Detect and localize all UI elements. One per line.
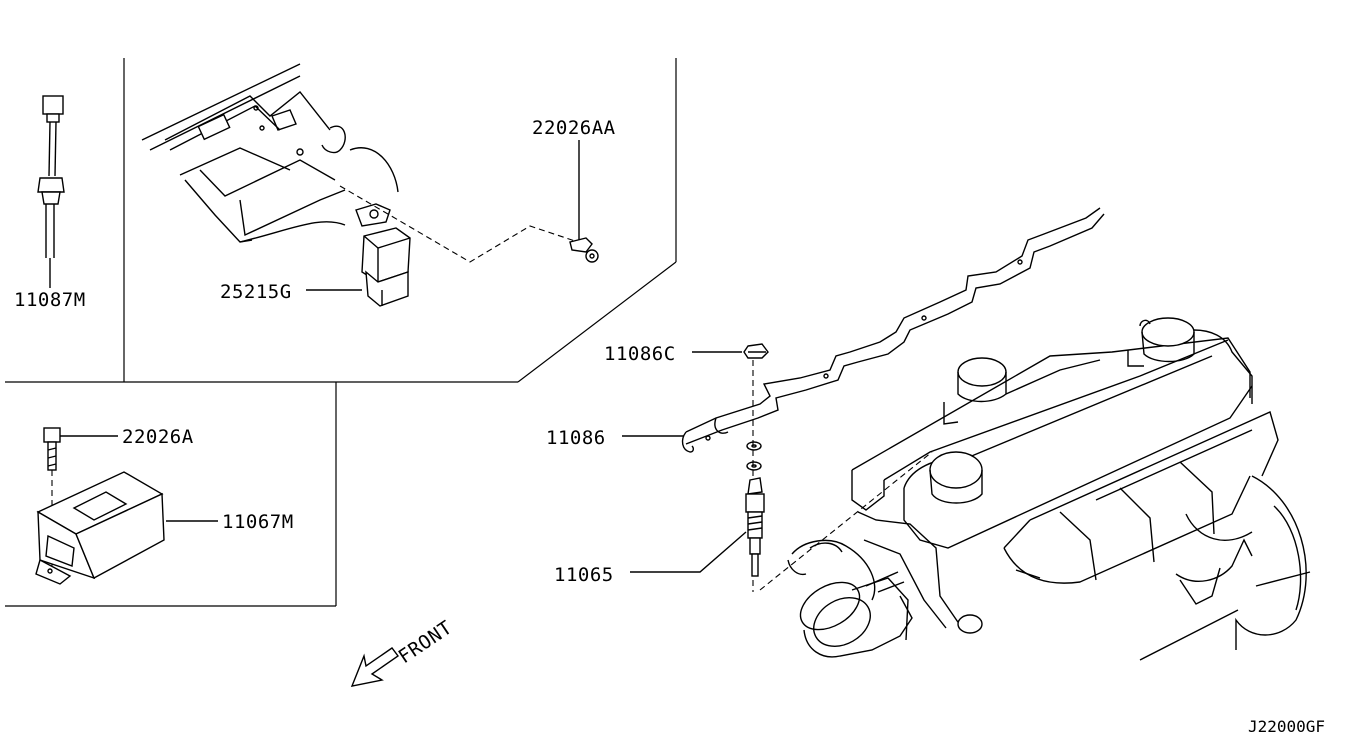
glow-plug-11065 bbox=[745, 477, 765, 577]
body-bracket bbox=[141, 63, 399, 243]
relay-25215G bbox=[355, 203, 411, 307]
nut-11086C bbox=[743, 343, 769, 359]
label-11067M: 11067M bbox=[222, 511, 294, 533]
diagram-code: J22000GF bbox=[1248, 717, 1325, 736]
label-11086C: 11086C bbox=[604, 343, 676, 365]
label-22026AA: 22026AA bbox=[532, 117, 616, 139]
bolt-22026A bbox=[43, 427, 61, 471]
label-11087M: 11087M bbox=[14, 289, 86, 311]
engine-block bbox=[787, 317, 1311, 661]
label-25215G: 25215G bbox=[220, 281, 292, 303]
label-22026A: 22026A bbox=[122, 426, 194, 448]
control-unit-11067M bbox=[35, 471, 165, 585]
label-11065: 11065 bbox=[554, 564, 614, 586]
busbar-11086 bbox=[681, 207, 1105, 453]
sensor-11087M bbox=[37, 95, 65, 288]
panel-frames bbox=[5, 58, 677, 607]
screw-22026AA bbox=[569, 237, 599, 263]
label-front: FRONT bbox=[394, 617, 456, 669]
label-11086: 11086 bbox=[546, 427, 606, 449]
front-arrow bbox=[350, 647, 399, 687]
washers bbox=[746, 441, 762, 471]
